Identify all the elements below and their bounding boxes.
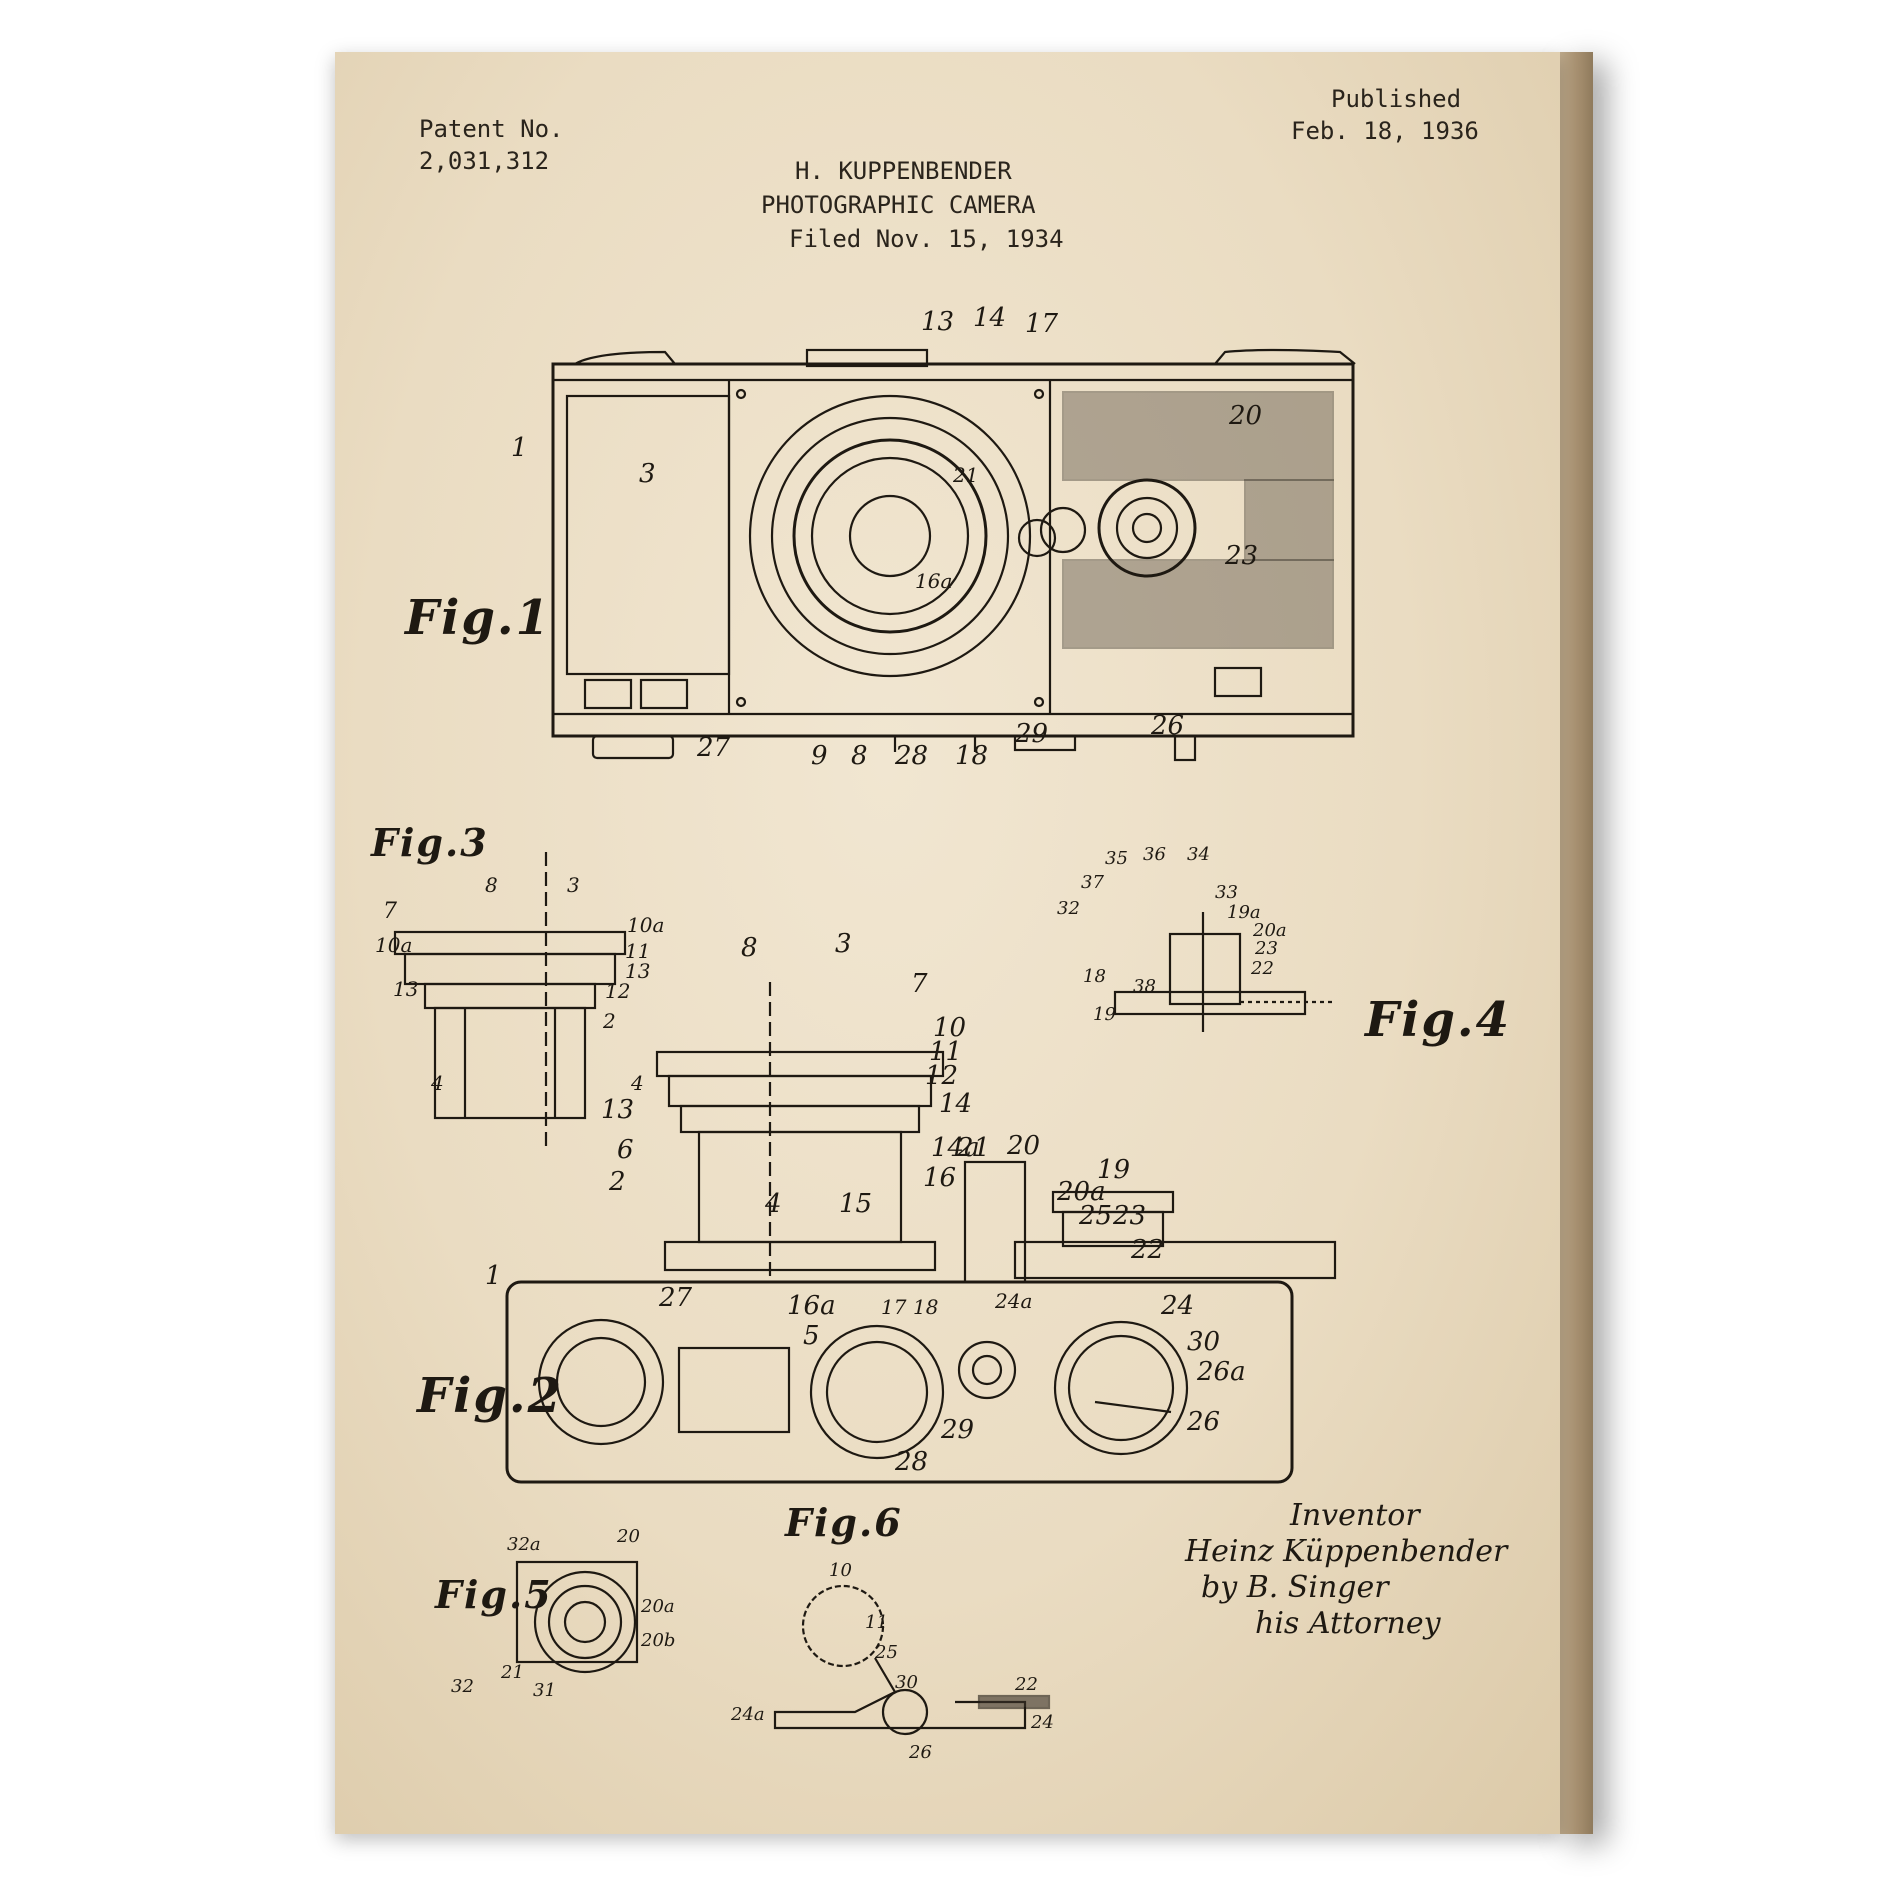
callout-fig2-26a: 26a [1196,1357,1246,1387]
patent-drawing: 13 14 17 1 3 20 21 16a 23 27 9 8 28 18 2… [335,52,1560,1834]
callout-fig3-12: 12 [605,979,630,1003]
callout-fig3-3: 3 [567,873,580,897]
callout-fig1-21: 21 [952,463,978,487]
callout-fig2-12: 12 [925,1061,958,1091]
callout-fig3-2: 2 [602,1009,616,1033]
fig-4-section [1115,912,1335,1032]
callout-fig1-28: 28 [894,741,928,771]
callout-fig2-26: 26 [1186,1407,1220,1437]
callout-fig2-25: 25 [1078,1201,1112,1231]
callout-fig2-18: 18 [913,1295,938,1319]
callout-fig1-1: 1 [511,433,528,463]
callout-fig2-3: 3 [835,929,852,959]
fig-5-knob [517,1562,637,1672]
callout-fig5-32: 32 [451,1676,474,1697]
callout-fig4-38: 38 [1133,976,1156,997]
callout-fig4-35: 35 [1105,848,1128,869]
callout-fig1-3: 3 [639,459,656,489]
callout-fig1-13: 13 [921,307,954,337]
callout-fig2-20: 20 [1006,1131,1040,1161]
callout-fig2-1: 1 [485,1261,502,1291]
callout-fig1-23: 23 [1224,541,1258,571]
callout-fig4-33: 33 [1215,882,1238,903]
callout-fig1-20: 20 [1228,401,1262,431]
callout-fig2-30: 30 [1187,1327,1220,1357]
callout-fig3-7: 7 [383,899,397,924]
callout-fig6-25: 25 [874,1642,898,1663]
callout-fig1-8: 8 [851,741,868,771]
callout-fig4-32: 32 [1057,898,1080,919]
callout-fig3-4-right: 4 [630,1071,644,1095]
callout-fig1-27: 27 [696,733,731,763]
callout-fig4-23: 23 [1254,938,1278,959]
callout-fig2-24: 24 [1160,1291,1194,1321]
callout-fig2-8: 8 [741,933,758,963]
callout-fig3-13-left: 13 [393,977,418,1001]
callout-fig1-14: 14 [973,303,1006,333]
callout-fig2-13: 13 [601,1095,634,1125]
callout-fig4-18: 18 [1083,966,1106,987]
callout-fig2-16a: 16a [787,1291,836,1321]
callout-fig2-2: 2 [608,1167,626,1197]
callout-fig2-28: 28 [894,1447,928,1477]
callout-fig4-36: 36 [1143,844,1166,865]
callout-fig4-19: 19 [1093,1004,1116,1025]
callout-fig3-10a-left: 10a [375,933,412,957]
callout-fig2-16: 16 [923,1163,956,1193]
callout-fig6-11: 11 [865,1612,888,1633]
callout-fig5-20: 20 [616,1526,640,1547]
callout-fig2-17: 17 [881,1295,907,1319]
callout-fig3-4-left: 4 [430,1071,444,1095]
callout-fig4-34: 34 [1187,844,1210,865]
callout-fig2-6: 6 [617,1135,634,1165]
callout-fig6-10: 10 [829,1560,852,1581]
callout-fig5-20a: 20a [640,1596,675,1617]
callout-fig2-22: 22 [1130,1235,1164,1265]
callout-fig2-23: 23 [1112,1201,1146,1231]
callout-fig2-4: 4 [764,1189,782,1219]
callout-fig4-22: 22 [1250,958,1274,979]
callout-fig2-24a: 24a [994,1289,1032,1313]
fig-3-lens-mount [395,852,625,1152]
callout-fig1-9: 9 [811,741,828,771]
callout-fig1-16a: 16a [915,569,952,593]
fig-6-gear-diagram [775,1586,1049,1734]
callout-fig6-30: 30 [895,1672,918,1693]
canvas-side-edge [1555,52,1593,1834]
callout-fig2-21: 21 [956,1133,990,1163]
callout-fig2-14: 14 [939,1089,972,1119]
callout-fig1-26: 26 [1150,711,1184,741]
callout-fig6-26: 26 [908,1742,932,1763]
callout-layer: 13 14 17 1 3 20 21 16a 23 27 9 8 28 18 2… [375,303,1287,1763]
callout-fig2-29: 29 [940,1415,974,1445]
callout-fig6-22: 22 [1014,1674,1038,1695]
callout-fig2-5: 5 [803,1321,820,1351]
callout-fig1-18: 18 [955,741,988,771]
callout-fig3-8: 8 [485,873,498,897]
callout-fig2-7: 7 [911,969,928,999]
callout-fig1-29: 29 [1014,719,1048,749]
callout-fig5-31: 31 [533,1680,556,1701]
callout-fig3-10a-right: 10a [627,913,664,937]
callout-fig5-32a: 32a [507,1534,541,1555]
callout-fig1-17: 17 [1025,309,1059,339]
callout-fig6-24: 24 [1030,1712,1054,1733]
callout-fig5-20b: 20b [640,1630,675,1651]
callout-fig4-37: 37 [1081,872,1104,893]
patent-sheet: Patent No. 2,031,312 Published Feb. 18, … [335,52,1560,1834]
callout-fig5-21: 21 [500,1662,524,1683]
callout-fig6-24a: 24a [730,1704,765,1725]
callout-fig2-27: 27 [658,1283,693,1313]
callout-fig2-15: 15 [839,1189,872,1219]
